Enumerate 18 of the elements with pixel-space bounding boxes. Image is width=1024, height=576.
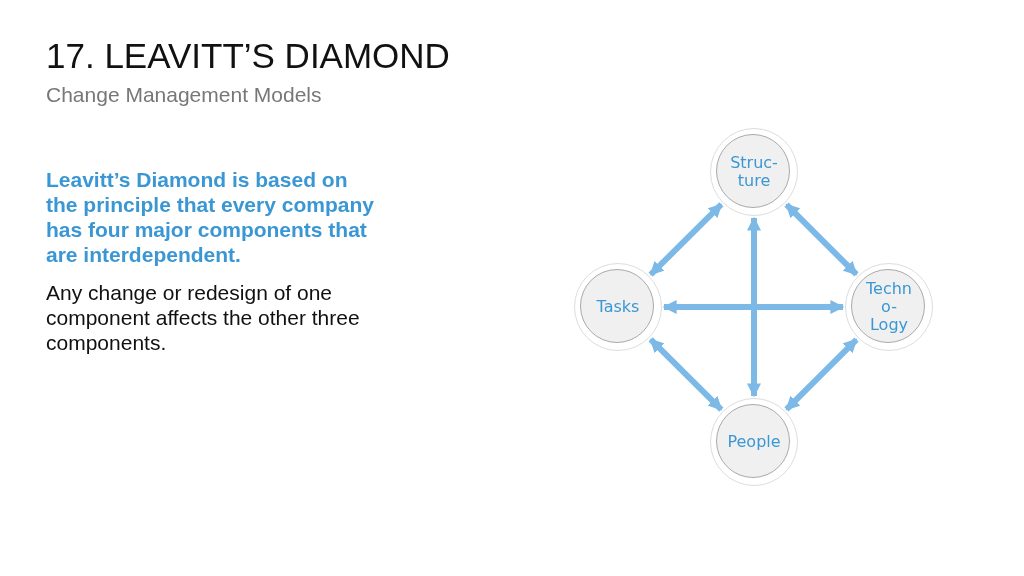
component-circle [710,128,798,216]
double-arrow [784,337,859,412]
double-arrow [648,202,724,277]
component-label: People [726,433,782,451]
title: 17. LEAVITT’S DIAMOND [46,36,450,76]
component-circle [574,263,662,351]
component-label: Struc- ture [729,154,779,190]
double-arrow [784,202,859,277]
component-label: Tasks [595,298,641,316]
double-arrow [747,216,761,398]
intro-paragraph: Leavitt’s Diamond is based on the principle that every company has four major components that are interdependent. [46,167,375,267]
double-arrow [648,337,724,412]
body-paragraph: Any change or redesign of one component affects the other three components. [46,280,361,355]
component-circle [710,398,798,486]
component-label: Techn o- Logy [866,280,912,334]
subtitle: Change Management Models [46,83,322,107]
component-circle [845,263,933,351]
double-arrow [662,300,845,314]
